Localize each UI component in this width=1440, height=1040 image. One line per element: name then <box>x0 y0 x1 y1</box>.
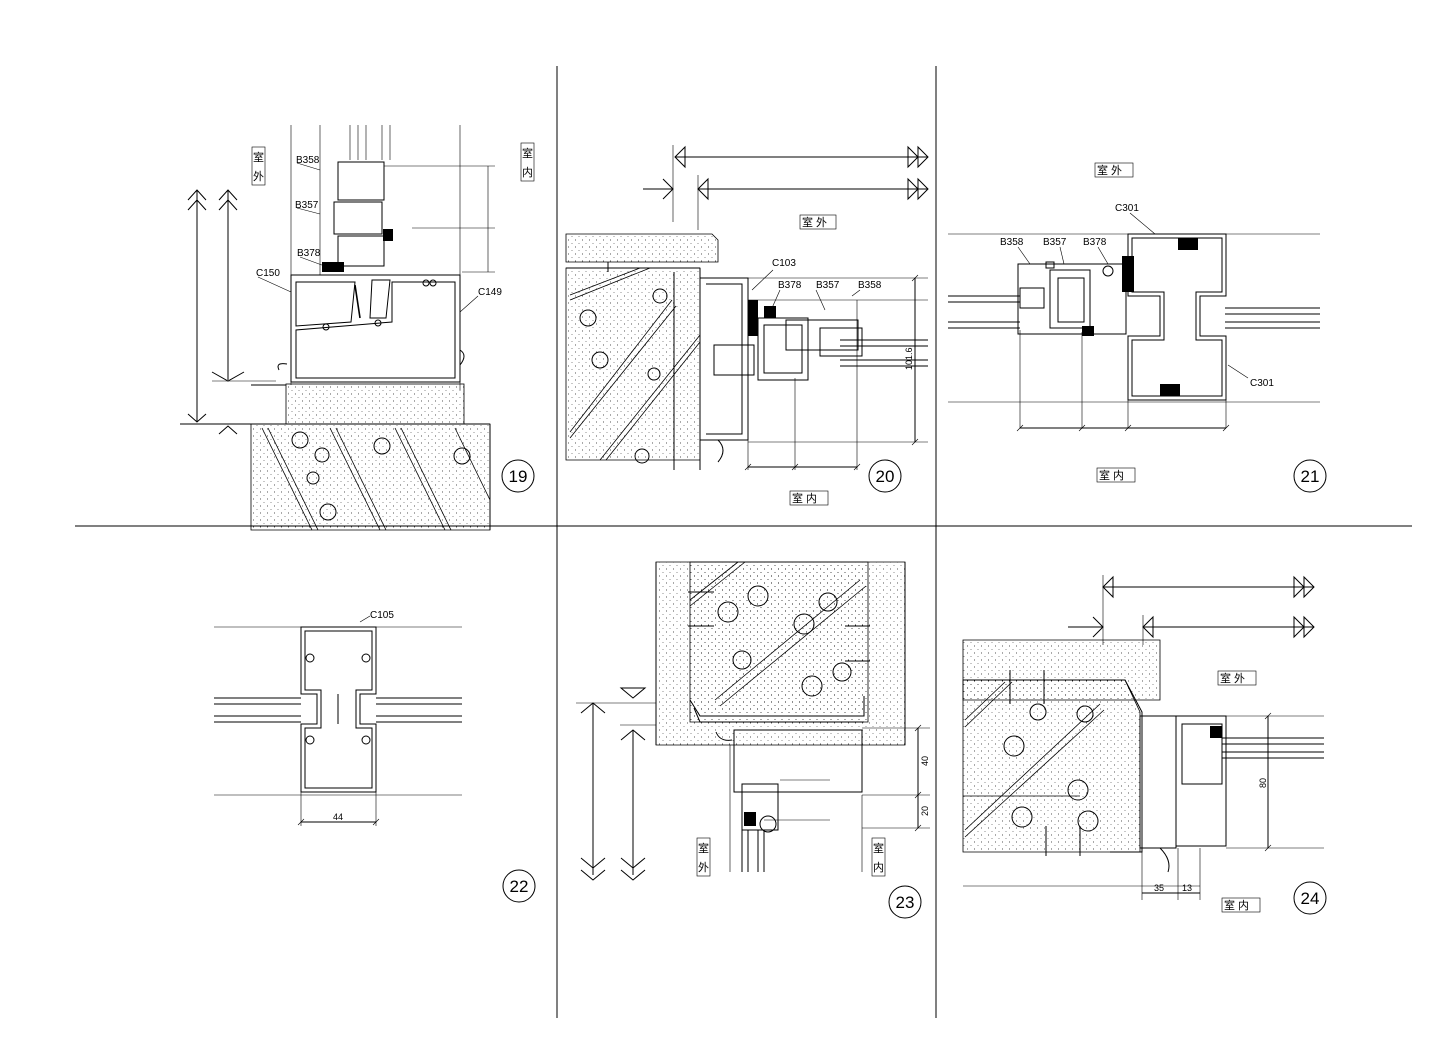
sheet-grid <box>75 66 1412 1018</box>
label-exterior: 室 外 <box>799 214 837 230</box>
gasket <box>1122 256 1134 292</box>
tag-b378: B378 <box>297 248 321 259</box>
svg-text:内: 内 <box>873 860 884 874</box>
detail-24 <box>962 575 1324 900</box>
svg-text:室 外: 室 外 <box>1097 163 1122 177</box>
dim-40: 40 <box>920 756 930 766</box>
tag-c301-bottom: C301 <box>1250 378 1274 389</box>
tag-b357: B357 <box>816 280 840 291</box>
gasket <box>1178 238 1198 250</box>
label-exterior: 室 外 <box>1217 670 1257 686</box>
tag-b358: B358 <box>1000 237 1024 248</box>
gasket <box>748 300 758 336</box>
svg-text:室 内: 室 内 <box>1099 468 1124 482</box>
dim-13: 13 <box>1182 883 1192 893</box>
gasket <box>1210 726 1222 738</box>
detail-number-24: 24 <box>1293 881 1327 915</box>
label-interior-vertical: 室 内 <box>871 837 886 877</box>
dim-44: 44 <box>333 812 343 822</box>
dim-35: 35 <box>1154 883 1164 893</box>
tag-b358: B358 <box>858 280 882 291</box>
detail-20 <box>565 145 929 471</box>
tag-c150: C150 <box>256 268 280 279</box>
dim-20: 20 <box>920 806 930 816</box>
detail-23 <box>576 561 930 881</box>
svg-text:室 外: 室 外 <box>802 215 827 229</box>
svg-text:22: 22 <box>510 877 529 896</box>
svg-text:室 外: 室 外 <box>1220 671 1245 685</box>
gasket <box>744 812 756 826</box>
label-exterior-vertical: 室 外 <box>696 837 711 877</box>
gasket <box>322 262 344 272</box>
label-exterior-vertical: 室 外 <box>251 146 266 186</box>
svg-text:外: 外 <box>698 861 709 874</box>
svg-text:内: 内 <box>522 165 533 179</box>
tag-b358: B358 <box>296 155 320 166</box>
detail-number-19: 19 <box>501 459 535 493</box>
svg-text:室: 室 <box>253 150 264 164</box>
svg-text:外: 外 <box>253 170 264 183</box>
detail-number-22: 22 <box>502 869 536 903</box>
svg-text:室: 室 <box>698 841 709 855</box>
label-interior: 室 内 <box>789 490 829 506</box>
gasket <box>764 306 776 318</box>
detail-number-21: 21 <box>1293 459 1327 493</box>
svg-text:24: 24 <box>1301 889 1320 908</box>
label-exterior: 室 外 <box>1094 162 1134 178</box>
svg-text:室: 室 <box>873 841 884 855</box>
detail-number-23: 23 <box>888 885 922 919</box>
svg-text:室: 室 <box>522 146 533 160</box>
svg-text:20: 20 <box>876 467 895 486</box>
svg-text:21: 21 <box>1301 467 1320 486</box>
tag-b378: B378 <box>778 280 802 291</box>
svg-text:23: 23 <box>896 893 915 912</box>
gasket <box>1082 326 1094 336</box>
tag-c149: C149 <box>478 287 502 298</box>
tag-b357: B357 <box>1043 237 1067 248</box>
detail-21 <box>948 212 1320 432</box>
label-interior-vertical: 室 内 <box>520 142 535 182</box>
detail-22 <box>214 615 462 826</box>
tag-c103: C103 <box>772 258 796 269</box>
label-interior: 室 内 <box>1221 897 1261 913</box>
svg-text:室 内: 室 内 <box>792 491 817 505</box>
dim-101.6: 101.6 <box>904 347 914 370</box>
detail-number-20: 20 <box>868 459 902 493</box>
tag-c301-top: C301 <box>1115 203 1139 214</box>
detail-19 <box>180 125 495 531</box>
gasket <box>1160 384 1180 396</box>
tag-b378: B378 <box>1083 237 1107 248</box>
label-interior: 室 内 <box>1096 467 1136 483</box>
svg-text:19: 19 <box>509 467 528 486</box>
svg-text:室 内: 室 内 <box>1224 898 1249 912</box>
tag-b357: B357 <box>295 200 319 211</box>
tag-c105: C105 <box>370 610 394 621</box>
gasket <box>383 229 393 241</box>
dim-80: 80 <box>1258 778 1268 788</box>
